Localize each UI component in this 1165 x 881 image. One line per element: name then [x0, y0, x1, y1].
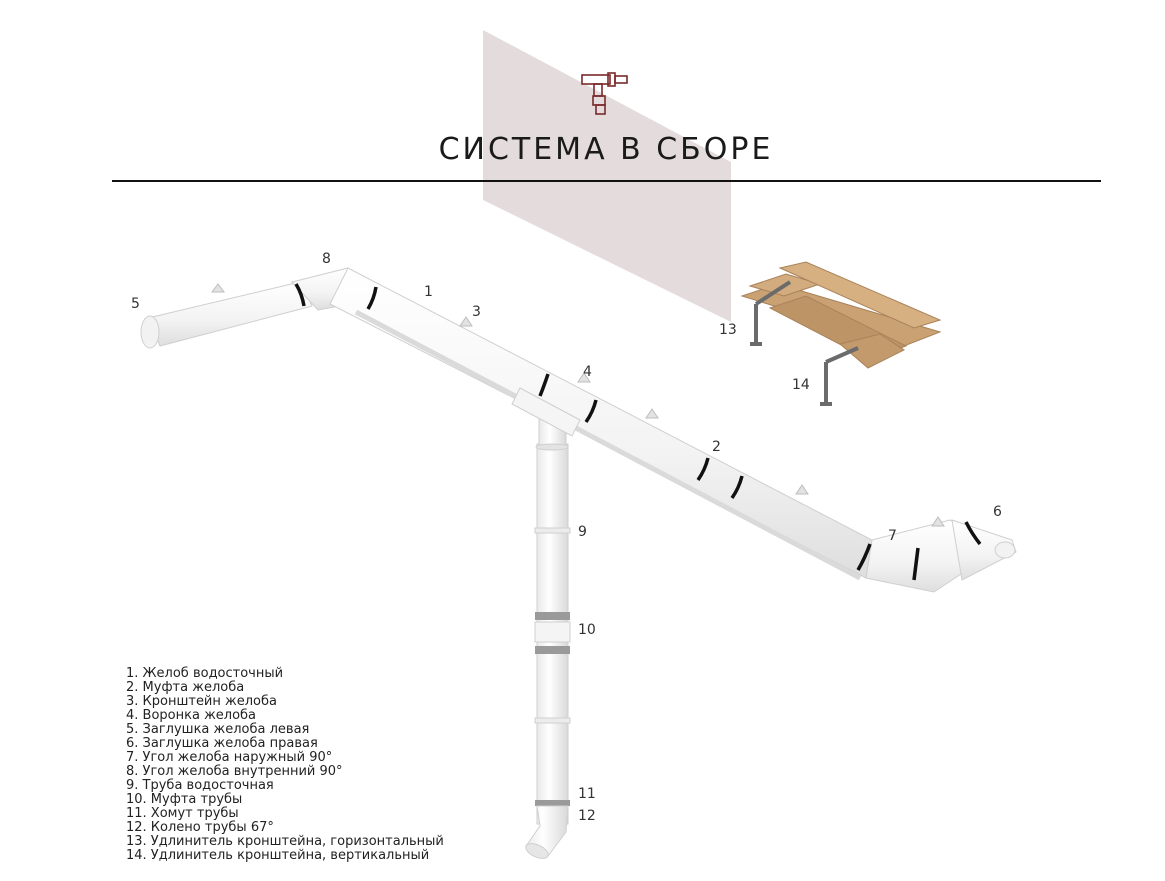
legend-item: 2. Муфта желоба [126, 680, 245, 695]
legend-item: 10. Муфта трубы [126, 792, 243, 807]
callout-1: 1 [424, 284, 433, 300]
page-title: СИСТЕМА В СБОРЕ [439, 132, 774, 167]
callout-2: 2 [712, 439, 721, 455]
gutter-end-cap-right [994, 541, 1016, 559]
legend-item: 8. Угол желоба внутренний 90° [126, 764, 343, 779]
callout-5: 5 [131, 296, 140, 312]
bracket-extender-vertical [820, 346, 859, 406]
legend-item: 12. Колено трубы 67° [126, 820, 274, 835]
callout-8: 8 [322, 251, 331, 267]
pipe-joint [534, 717, 571, 724]
wood-deck [740, 261, 942, 369]
callout-7: 7 [888, 528, 897, 544]
downpipe [525, 417, 571, 859]
gutter-end-cap-left [140, 315, 160, 349]
callout-11: 11 [578, 786, 596, 802]
legend-item: 4. Воронка желоба [126, 708, 257, 723]
legend-item: 7. Угол желоба наружный 90° [126, 750, 333, 765]
gutter-bracket-hooks [211, 283, 945, 527]
legend-item: 9. Труба водосточная [126, 778, 274, 793]
callout-labels: 1 2 3 4 5 6 7 8 9 10 11 12 13 14 [131, 251, 1002, 824]
bracket-extender-horizontal [750, 280, 792, 346]
callout-9: 9 [578, 524, 587, 540]
parts-legend: 1. Желоб водосточный 2. Муфта желоба 3. … [126, 667, 444, 863]
callout-14: 14 [792, 377, 810, 393]
legend-item: 11. Хомут трубы [126, 806, 239, 821]
legend-item: 1. Желоб водосточный [126, 666, 284, 681]
legend-item: 14. Удлинитель кронштейна, вертикальный [126, 848, 430, 863]
gutter-assembly [140, 267, 1017, 593]
callout-10: 10 [578, 622, 596, 638]
pipe-joint [534, 527, 571, 534]
wall-panel [483, 30, 731, 322]
pipe-coupling-band [535, 612, 570, 620]
callout-13: 13 [719, 322, 737, 338]
callout-6: 6 [993, 504, 1002, 520]
legend-item: 6. Заглушка желоба правая [126, 736, 318, 751]
gutter-system-icon [581, 72, 628, 115]
pipe-coupling [534, 621, 571, 643]
callout-4: 4 [583, 364, 592, 380]
legend-item: 3. Кронштейн желоба [126, 694, 277, 709]
pipe-coupling-band [535, 646, 570, 654]
pipe-clamp [535, 800, 570, 806]
callout-12: 12 [578, 808, 596, 824]
legend-item: 13. Удлинитель кронштейна, горизонтальны… [126, 834, 444, 849]
callout-3: 3 [472, 304, 481, 320]
legend-item: 5. Заглушка желоба левая [126, 722, 310, 737]
gutter-coupling-bands [294, 283, 982, 581]
